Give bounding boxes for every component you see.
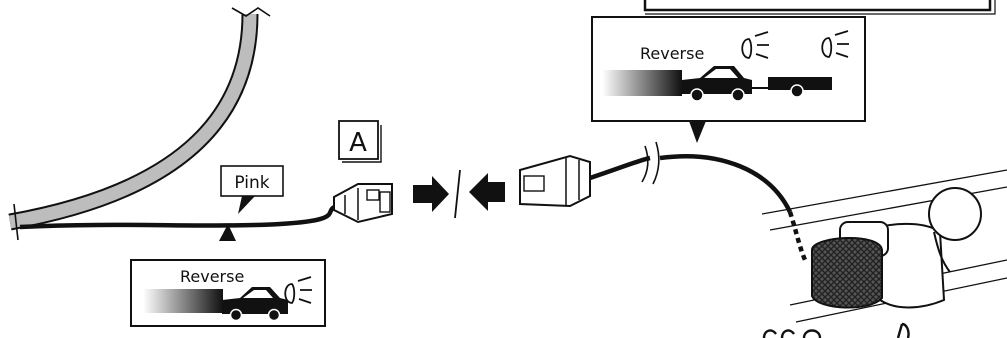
trailer-icon: [752, 77, 832, 98]
reverse-lamp-icon: [284, 276, 312, 304]
left-reverse-label: Reverse: [180, 267, 244, 286]
connector-socket-icon: [519, 154, 591, 208]
tow-ball-icon: [761, 169, 1007, 323]
wire-color-callout: Pink: [220, 165, 284, 214]
connector-letter: A: [349, 128, 367, 158]
cropped-text-fragment: [762, 322, 910, 338]
car-icon: [222, 287, 288, 322]
connector-id-box: A: [338, 120, 382, 163]
connector-plug-icon: [333, 183, 393, 224]
pink-wire: [13, 203, 339, 241]
reverse-lamp-icon: [741, 31, 769, 59]
right-reverse-label: Reverse: [640, 44, 704, 63]
reverse-lamp-icon: [821, 30, 849, 58]
harness-wire-right: [589, 141, 809, 264]
car-icon: [682, 66, 752, 102]
gray-harness-cable: [8, 7, 271, 231]
left-reverse-panel: Reverse: [130, 224, 326, 327]
push-arrow-icon: [413, 169, 505, 219]
top-right-panel-edge: [643, 0, 996, 15]
wire-color-label: Pink: [234, 173, 269, 193]
right-reverse-panel: Reverse: [591, 16, 866, 143]
